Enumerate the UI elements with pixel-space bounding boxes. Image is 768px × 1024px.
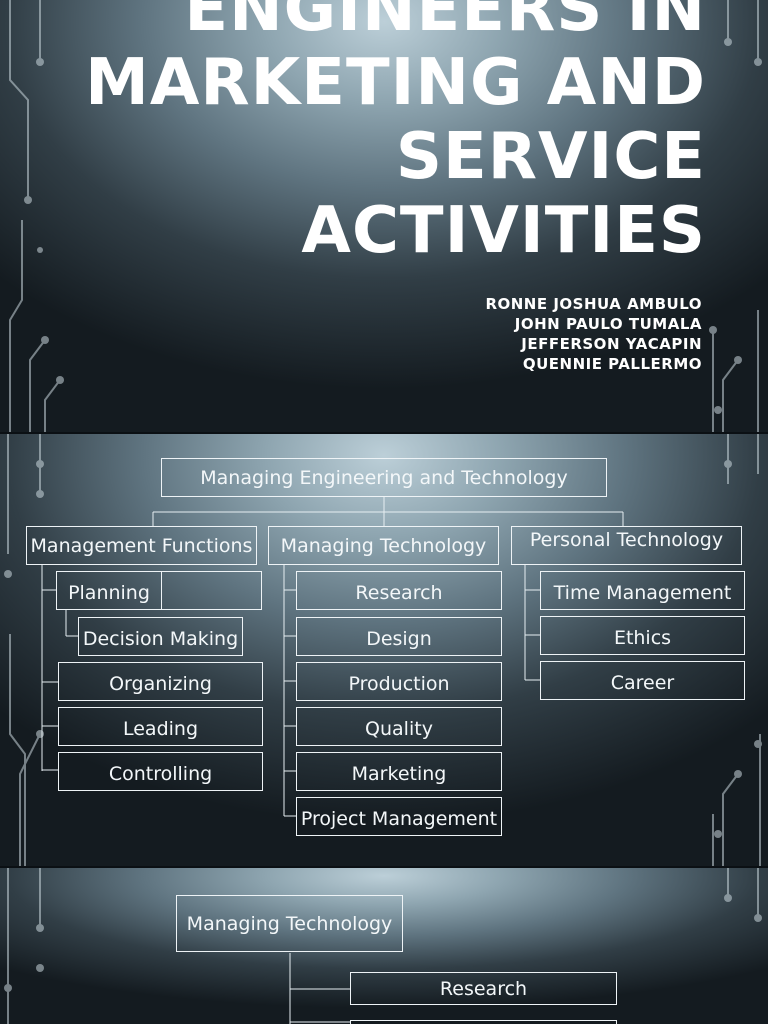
leaf-node: Ethics	[540, 616, 745, 655]
leaf-node: Career	[540, 661, 745, 700]
author-name: QUENNIE PALLERMO	[522, 355, 702, 373]
leaf-node-frame	[162, 571, 262, 610]
leaf-node: Controlling	[58, 752, 263, 791]
branch-node-personal-technology: Personal Technology	[511, 526, 742, 565]
root-node: Managing Engineering and Technology	[161, 458, 607, 497]
leaf-node: Production	[296, 662, 502, 701]
org-chart-connectors	[289, 953, 350, 1024]
branch-node-managing-technology: Managing Technology	[268, 526, 499, 565]
leaf-node: Leading	[58, 707, 263, 746]
leaf-node: Marketing	[296, 752, 502, 791]
org-chart-slide: Managing Engineering and Technology Mana…	[0, 434, 768, 866]
root-node: Managing Technology	[176, 895, 403, 952]
branch-node-management-functions: Management Functions	[26, 526, 257, 565]
leaf-node: Organizing	[58, 662, 263, 701]
leaf-node: Design	[296, 617, 502, 656]
title-slide: ENGINEERS IN MARKETING AND SERVICE ACTIV…	[0, 0, 768, 432]
leaf-node: Quality	[296, 707, 502, 746]
org-chart-connectors	[41, 496, 624, 817]
author-name: JOHN PAULO TUMALA	[514, 315, 702, 333]
presentation-title: ENGINEERS IN MARKETING AND SERVICE ACTIV…	[85, 0, 706, 268]
leaf-node	[350, 1020, 617, 1024]
author-name: RONNE JOSHUA AMBULO	[485, 295, 702, 313]
leaf-node: Project Management	[296, 797, 502, 836]
author-name: JEFFERSON YACAPIN	[521, 335, 702, 353]
leaf-node: Planning	[56, 571, 162, 610]
leaf-node: Research	[350, 972, 617, 1005]
leaf-node: Time Management	[540, 571, 745, 610]
author-list: RONNE JOSHUA AMBULO JOHN PAULO TUMALA JE…	[485, 294, 702, 374]
leaf-node: Decision Making	[78, 617, 243, 656]
managing-technology-slide: Managing Technology Research	[0, 868, 768, 1024]
leaf-node: Research	[296, 571, 502, 610]
